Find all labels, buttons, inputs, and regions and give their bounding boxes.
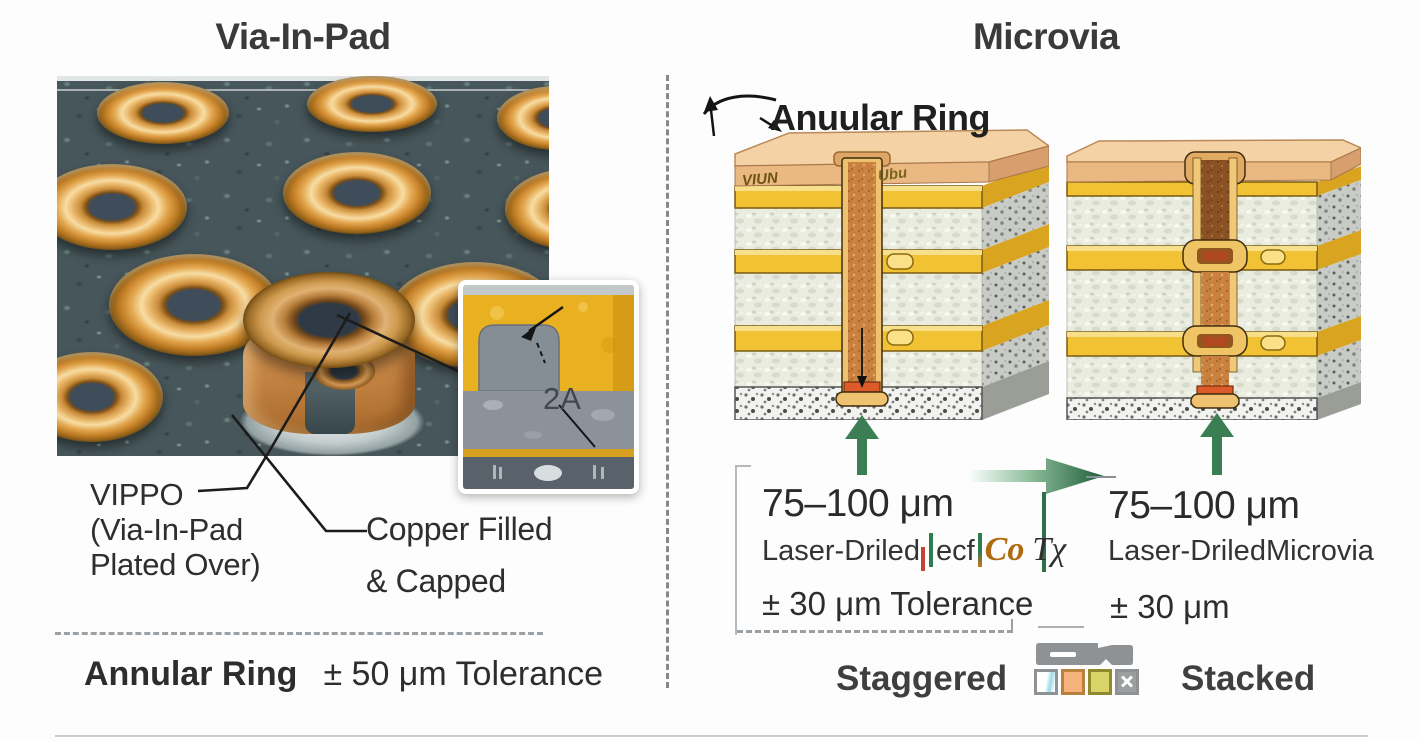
swatch-x-icon [1115,669,1139,695]
vippo-leader-line [197,312,352,493]
swatch-orange-icon [1061,669,1085,695]
stacked-caption: Stacked [1181,659,1316,698]
green-bar-artifact [1042,492,1046,572]
garble-co: Co [984,531,1025,568]
photo-top-stripe [57,76,549,81]
left-footer: Annular Ring ± 50 μm Tolerance [84,655,603,694]
staggered-cross-section [734,129,1049,420]
annular-ring-tolerance: ± 50 μm Tolerance [323,655,603,693]
annular-ring-term: Annular Ring [84,655,298,693]
copper-pad [283,152,431,234]
staggered-process-text: Laser-Driled [762,535,920,567]
vippo-label: VIPPO (Via-In-Pad Plated Over) [90,477,261,582]
microvia-hole [1201,160,1229,248]
inset-via-profile [478,324,560,392]
measure-up-arrow-icon [1200,413,1234,475]
stacked-size: 75–100 μm [1108,484,1300,527]
arrow-tick-line [1086,476,1116,478]
staggered-size: 75–100 μm [762,482,954,525]
panel-divider [666,75,669,688]
garble-ecf: ecf [935,535,975,567]
copper-pad [57,164,187,250]
leader-lines [197,312,461,533]
via-in-pad-photo [57,76,549,456]
stacked-tolerance: ± 30 μm [1110,588,1230,625]
garble-bar-red [920,547,925,571]
legend-tag-icon [1036,643,1133,665]
staggered-bracket [735,465,751,635]
vippo-label-line2: (Via-In-Pad [90,512,243,547]
staggered-caption: Staggered [836,659,1008,698]
copper-pad [97,82,229,144]
via-cylinder-opening [243,272,415,368]
inset-leader-line [336,313,461,374]
copper-filled-label: Copper Filled & Capped [366,503,553,607]
layer-scribble-left: VIUN [741,169,779,190]
vippo-label-line1: VIPPO [90,477,184,512]
copper-label-line2: & Capped [366,563,506,599]
swatch-yellow-icon [1088,669,1112,695]
bottom-rule [55,735,1368,737]
staggered-bracket-dash [737,630,1013,633]
staggered-tolerance: ± 30 μm Tolerance [762,585,1034,622]
photo-top-line [57,89,549,91]
vippo-label-line3: Plated Over) [90,547,261,582]
annular-arrow-icon [702,94,782,137]
inset-diagonal-line [558,404,596,448]
garble-bar-green [928,533,933,567]
cross-section-inset: 2A [458,280,639,494]
garble-bar-green-orange [977,533,982,567]
left-footer-divider [55,632,543,635]
legend-swatches [1034,669,1139,695]
annular-ring-label: Anuular Ring [770,97,990,138]
inset-marking-label: 2A [543,381,581,416]
copper-label-line1: Copper Filled [366,511,553,547]
inset-graphic [463,285,634,489]
stacked-process: Laser-DriledMicrovia [1108,535,1374,567]
stacked-bracket-tick [1038,626,1084,628]
swatch-page-icon [1034,669,1058,695]
staggered-bracket-corner [1011,619,1013,633]
right-panel-title: Microvia [972,16,1120,57]
stacked-cross-section [1066,139,1361,420]
transition-right-arrow-icon [968,458,1104,494]
left-panel-title: Via-In-Pad [215,16,391,57]
garble-tx: Tχ [1032,531,1067,568]
copper-pad [307,76,437,132]
copper-leader-line [230,414,367,533]
measure-up-arrow-icon [845,415,879,475]
